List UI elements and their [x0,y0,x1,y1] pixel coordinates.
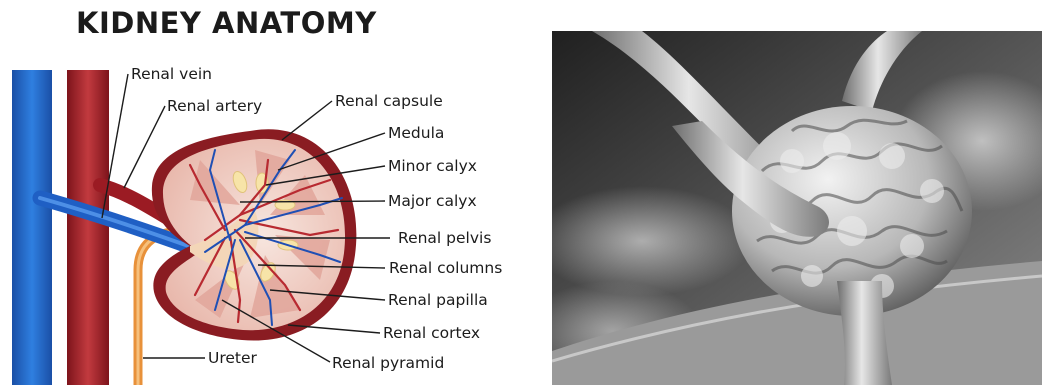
label-renal-columns: Renal columns [389,259,502,277]
aorta [67,70,109,385]
label-renal-cortex: Renal cortex [383,324,480,342]
label-renal-papilla: Renal papilla [388,291,488,309]
label-major-calyx: Major calyx [388,192,477,210]
vena-cava [12,70,52,385]
label-renal-pelvis: Renal pelvis [398,229,491,247]
label-renal-pyramid: Renal pyramid [332,354,444,372]
label-ureter: Ureter [208,349,258,367]
label-renal-capsule: Renal capsule [335,92,443,110]
kidney-diagram: Renal vein Renal artery Renal capsule Me… [0,0,550,385]
label-renal-vein: Renal vein [131,65,212,83]
label-medula: Medula [388,124,444,142]
label-minor-calyx: Minor calyx [388,157,477,175]
glomerulus-micrograph [552,31,1042,385]
label-renal-artery: Renal artery [167,97,262,115]
